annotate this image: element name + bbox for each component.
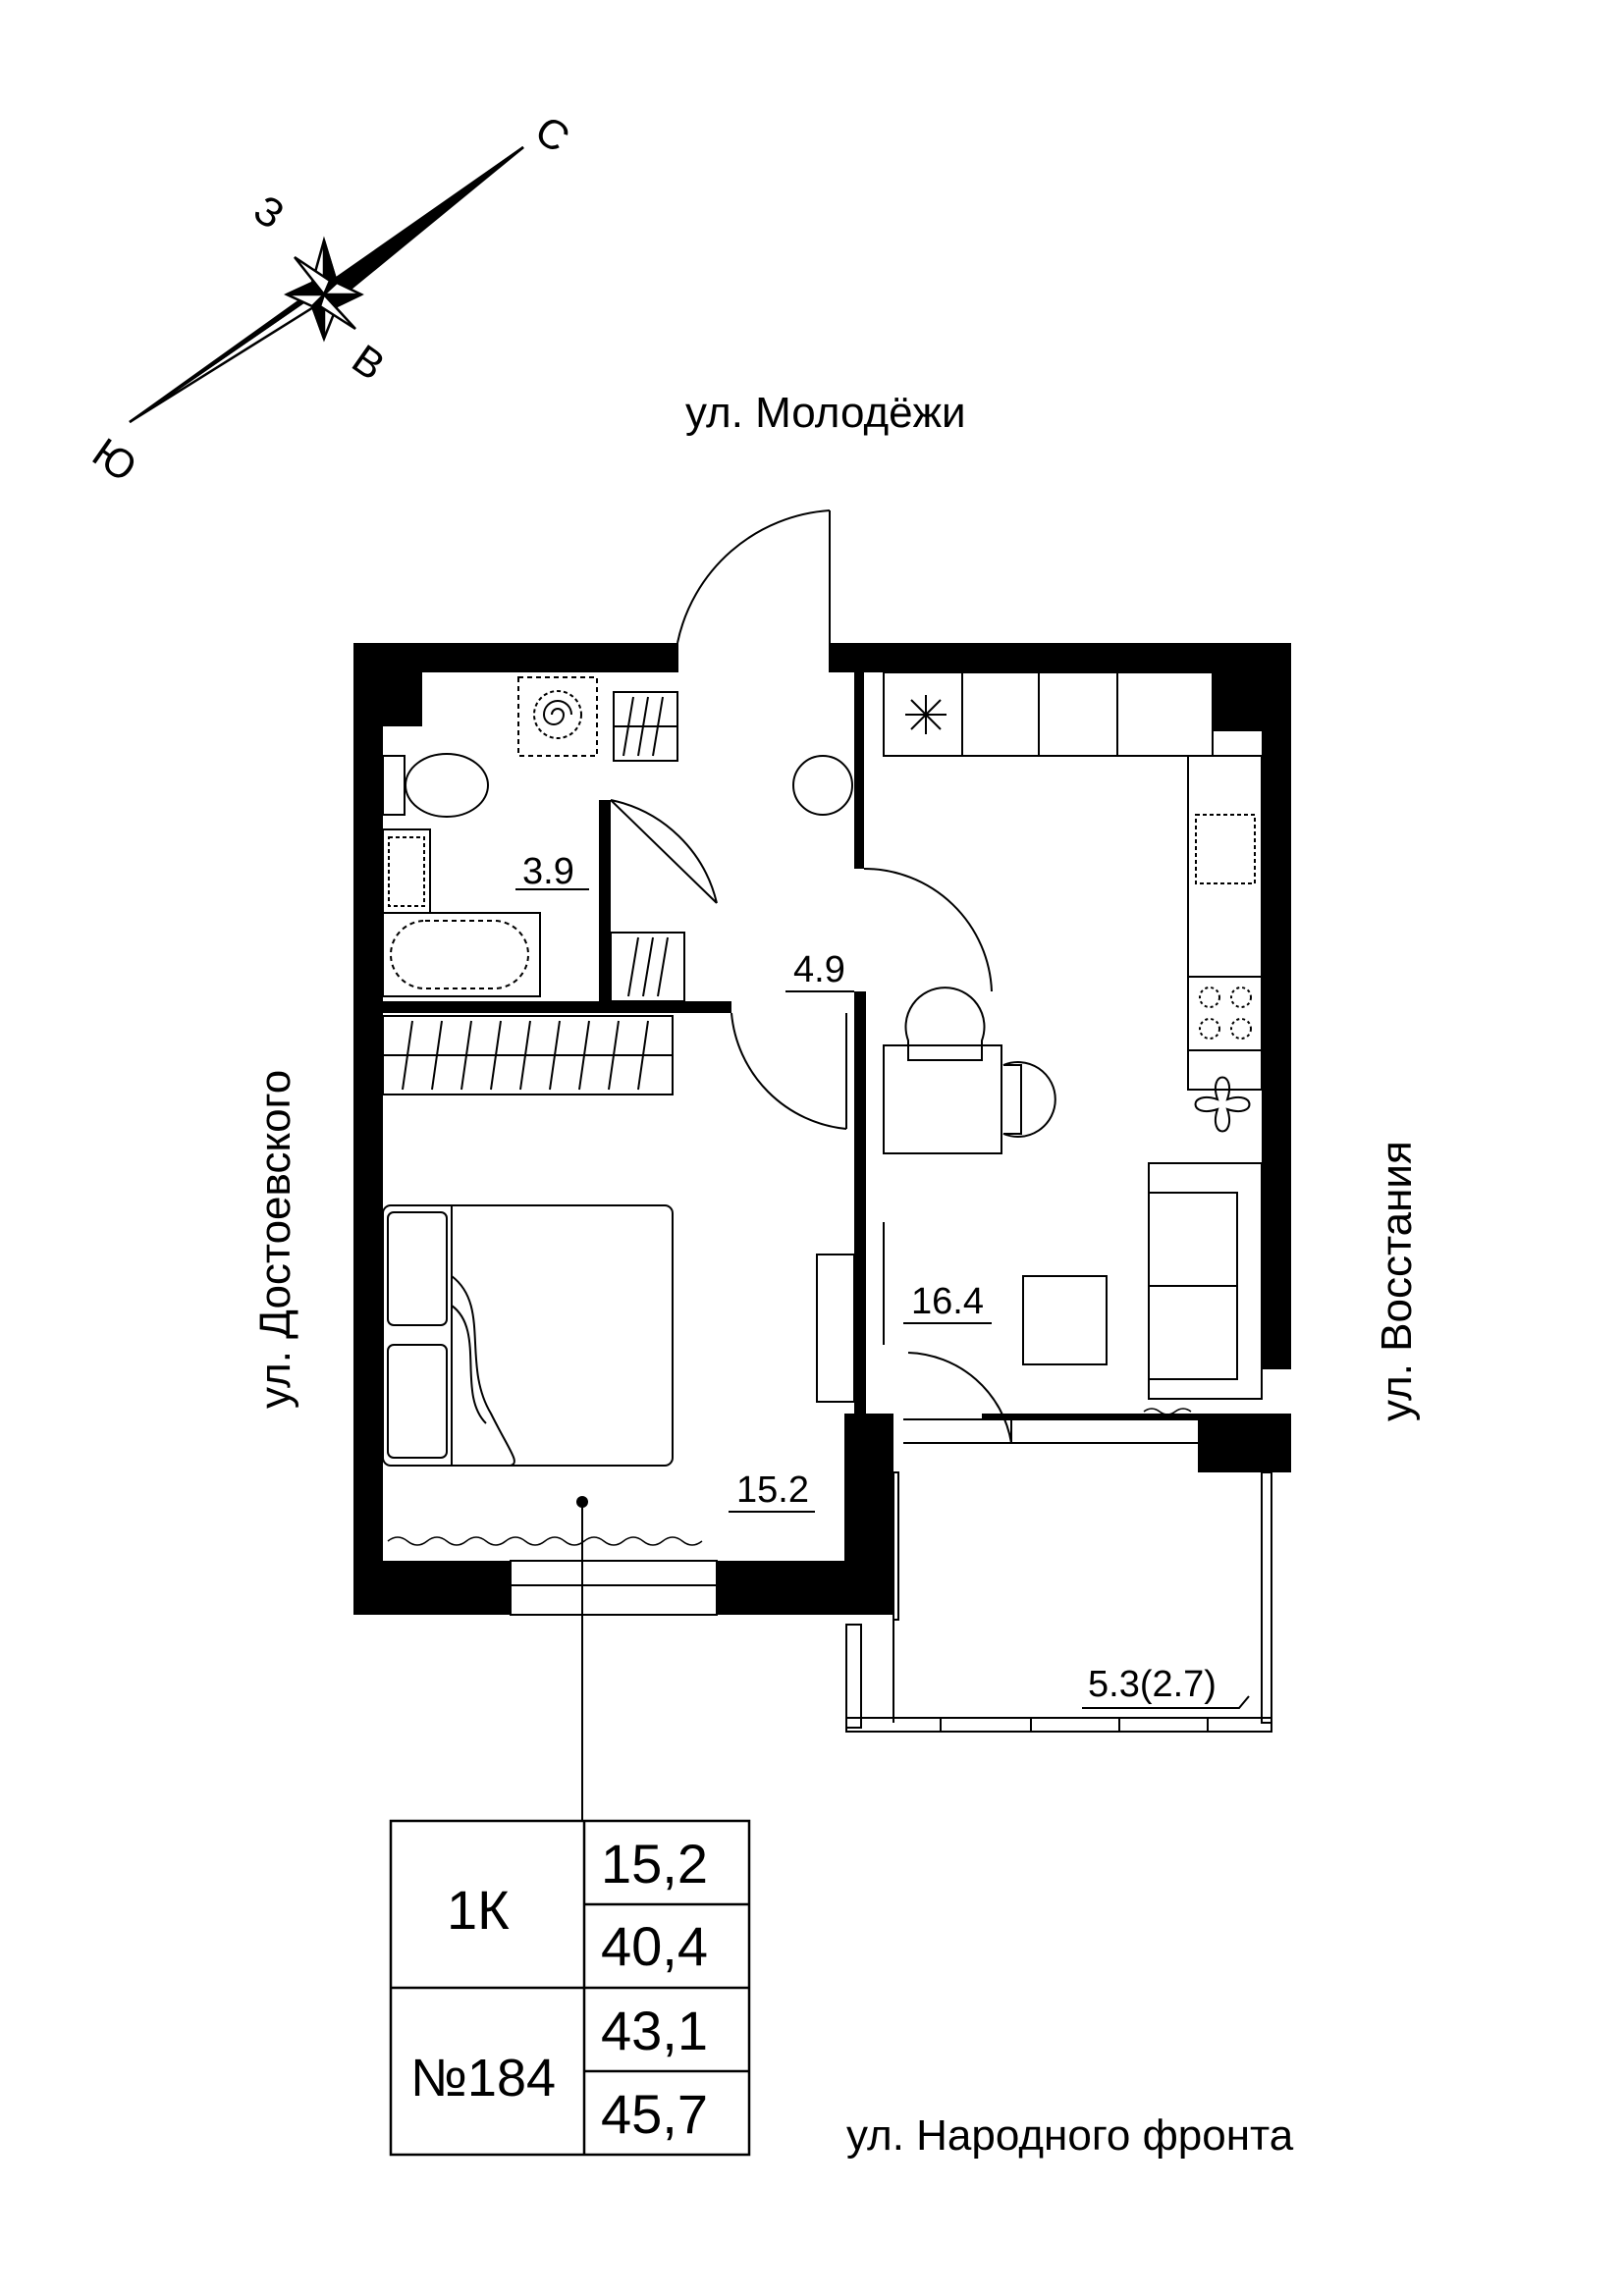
- bedroom-area: 15.2: [736, 1469, 809, 1511]
- compass-west-label: З: [245, 186, 293, 238]
- bed-icon: [382, 1204, 674, 1467]
- street-south-label: ул. Народного фронта: [846, 2111, 1294, 2160]
- washing-machine-icon: [517, 676, 598, 757]
- compass-north-label: С: [527, 106, 578, 161]
- kitchen-sink-icon: [1195, 814, 1256, 884]
- stove-icon: [1187, 976, 1263, 1051]
- chair-icon-2: [1002, 1061, 1056, 1138]
- fridge-icon: [905, 695, 947, 734]
- coffee-table: [1022, 1275, 1108, 1365]
- chair-icon: [904, 987, 986, 1061]
- sink-icon: [382, 828, 431, 914]
- compass-east-label: В: [344, 336, 393, 390]
- plant-icon: [1194, 1076, 1251, 1133]
- kitchen-counter: [883, 671, 1214, 757]
- closet-icon: [610, 932, 685, 1002]
- entrance-door: [676, 509, 831, 672]
- compass-rose: [129, 145, 524, 424]
- area-value-2: 40,4: [601, 1915, 708, 1977]
- kitchen-living-area: 16.4: [911, 1281, 984, 1322]
- toilet-icon: [405, 753, 489, 818]
- dining-table: [883, 1044, 1002, 1154]
- bathroom: [382, 676, 718, 997]
- area-value-3: 43,1: [601, 2000, 708, 2061]
- toilet-tank-icon: [382, 755, 406, 816]
- sofa-icon: [1148, 1162, 1263, 1400]
- street-west-label: ул. Достоевского: [251, 1070, 299, 1409]
- ceiling-light-icon: [792, 755, 853, 816]
- apartment-number: №184: [410, 2049, 556, 2108]
- hall-area: 4.9: [793, 949, 845, 990]
- interior-walls: [383, 672, 1213, 1419]
- exterior-walls: [353, 643, 1291, 1615]
- area-value-4: 45,7: [601, 2083, 708, 2145]
- bathroom-area: 3.9: [522, 851, 574, 892]
- area-value-1: 15,2: [601, 1833, 708, 1895]
- info-table: [389, 1819, 751, 2157]
- hall: [610, 509, 993, 1130]
- balcony: [845, 1471, 1272, 1733]
- street-north-label: ул. Молодёжи: [685, 389, 966, 437]
- street-east-label: ул. Восстания: [1373, 1141, 1421, 1421]
- apartment-type: 1К: [447, 1879, 510, 1941]
- balcony-area: 5.3(2.7): [1088, 1664, 1217, 1705]
- bathtub-icon: [382, 912, 541, 997]
- compass-south-label: Ю: [84, 429, 145, 491]
- bedroom: [382, 1015, 718, 1616]
- kitchen-living: [816, 671, 1263, 1444]
- tv-cabinet: [816, 1254, 855, 1403]
